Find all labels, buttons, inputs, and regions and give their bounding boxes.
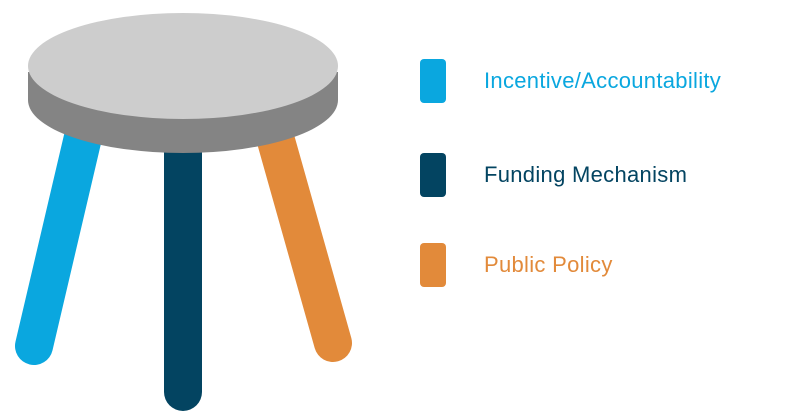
legend-item-funding-mechanism: Funding Mechanism [420, 152, 687, 198]
legend-swatch-funding-mechanism [420, 153, 446, 197]
legend-label-funding-mechanism: Funding Mechanism [484, 162, 688, 187]
legend-label-public-policy: Public Policy [484, 252, 613, 277]
legend-item-public-policy: Public Policy [420, 242, 613, 288]
legend-swatch-incentive-accountability [420, 59, 446, 103]
stool-seat-top [28, 13, 338, 119]
stool-leg-incentive-accountability [15, 101, 106, 365]
legend-item-incentive-accountability: Incentive/Accountability [420, 58, 721, 104]
stool-leg-public-policy [254, 111, 352, 362]
legend-label-incentive-accountability: Incentive/Accountability [484, 68, 722, 93]
legend-swatch-public-policy [420, 243, 446, 287]
